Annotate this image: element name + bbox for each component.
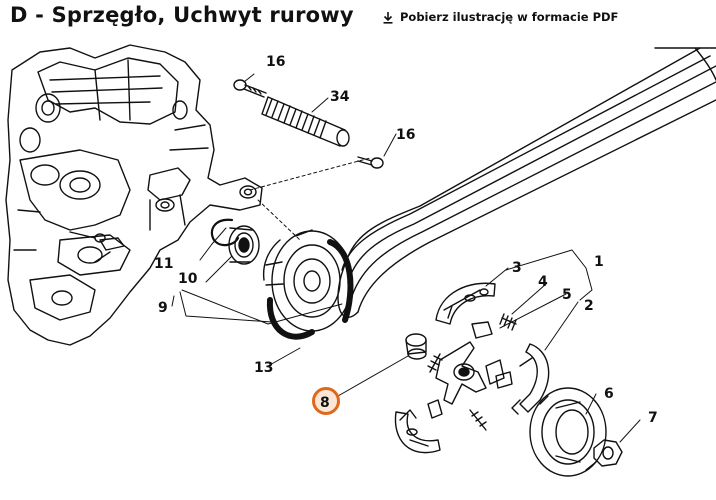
- part-labels: 16 34 16 11 10 9 13 3 4 1 5 2 6 7: [154, 54, 658, 426]
- exploded-view-drawing: 16 34 16 11 10 9 13 3 4 1 5 2 6 7 8: [5, 44, 716, 477]
- part-label-8: 8: [320, 395, 330, 411]
- clutch-shoe-3: [435, 282, 496, 325]
- spring-center: [427, 353, 443, 373]
- clutch-drum-6: [529, 387, 607, 477]
- assembly-guide-lines: [249, 157, 371, 241]
- washer-5: [471, 321, 493, 339]
- clutch-shoe-lower: [394, 409, 441, 454]
- clutch-carrier: [435, 341, 513, 405]
- highlight-ring: [312, 387, 340, 415]
- part-label-13: 13: [254, 360, 273, 376]
- part-label-5: 5: [562, 287, 572, 303]
- page-header: D - Sprzęgło, Uchwyt rurowy Pobierz ilus…: [0, 0, 716, 38]
- part-label-11: 11: [154, 256, 173, 272]
- part-label-6: 6: [604, 386, 614, 402]
- spring-4: [499, 313, 517, 331]
- clutch-shoe-2: [511, 343, 550, 415]
- part-label-3: 3: [512, 260, 522, 276]
- part-label-2: 2: [584, 298, 594, 314]
- parts-diagram: 16 34 16 11 10 9 13 3 4 1 5 2 6 7 8: [0, 38, 716, 496]
- part-label-9: 9: [158, 300, 168, 316]
- engine-housing-drawing: [5, 44, 263, 346]
- spring-pin-34: [261, 96, 350, 147]
- sleeve-8: [405, 333, 427, 360]
- part-label-34: 34: [330, 89, 350, 105]
- download-icon: [382, 11, 394, 24]
- ball-bearing-10: [228, 225, 260, 265]
- part-label-10: 10: [178, 271, 198, 287]
- v-belt: [337, 47, 716, 319]
- page-title: D - Sprzęgło, Uchwyt rurowy: [10, 3, 354, 27]
- part-label-1: 1: [594, 254, 604, 270]
- nut-7: [593, 439, 623, 467]
- part-label-16-top: 16: [266, 54, 285, 70]
- part-label-7: 7: [648, 410, 658, 426]
- small-clip: [427, 399, 443, 419]
- circlip-11: [210, 218, 240, 247]
- highlighted-part-8[interactable]: 8: [312, 387, 340, 415]
- part-label-4: 4: [538, 274, 548, 290]
- screw-16-right: [357, 156, 384, 169]
- screw-16-top: [233, 79, 267, 98]
- part-label-16-right: 16: [396, 127, 415, 143]
- download-pdf-label: Pobierz ilustrację w formacie PDF: [400, 10, 619, 24]
- spring-lower: [469, 409, 487, 431]
- leader-lines: [171, 73, 641, 443]
- download-pdf-link[interactable]: Pobierz ilustrację w formacie PDF: [382, 10, 618, 24]
